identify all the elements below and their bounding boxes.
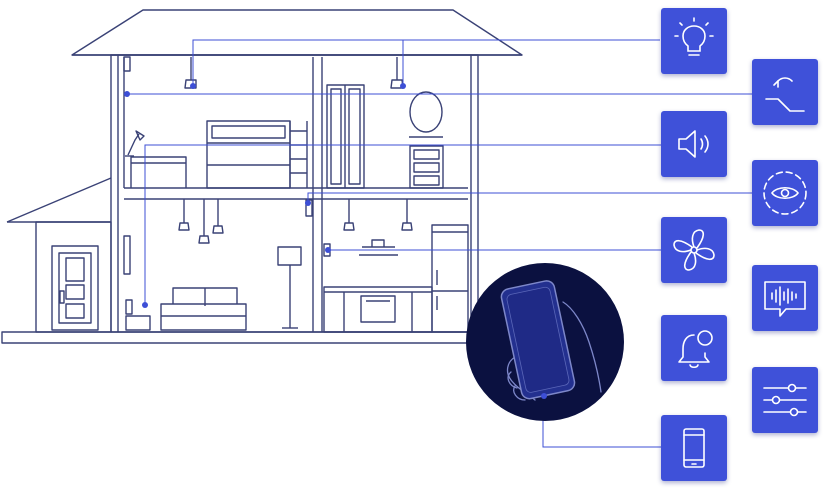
wire-lightbulb bbox=[192, 39, 660, 86]
switch-icon bbox=[765, 77, 805, 112]
voice-assistant-tile[interactable] bbox=[752, 265, 818, 331]
kitchen-hood bbox=[371, 239, 385, 247]
phone-in-hand bbox=[466, 263, 624, 421]
mirror bbox=[409, 91, 443, 133]
eye-sensor-tile[interactable] bbox=[752, 160, 818, 226]
sliders-tile[interactable] bbox=[752, 367, 818, 433]
kitchen-counter bbox=[323, 286, 433, 333]
main-roof bbox=[71, 9, 523, 56]
side-wing-walls bbox=[35, 221, 112, 333]
desk bbox=[130, 156, 187, 188]
floor-lamp-shade bbox=[277, 246, 302, 266]
switch-tile[interactable] bbox=[752, 59, 818, 125]
voice-assistant-icon bbox=[764, 281, 806, 317]
lightbulb-icon bbox=[674, 17, 714, 56]
wire-eye bbox=[307, 192, 752, 202]
bunk-bed bbox=[206, 120, 291, 189]
smartphone-tile[interactable] bbox=[661, 415, 727, 481]
lightbulb-tile[interactable] bbox=[661, 8, 727, 74]
sliders-icon bbox=[763, 383, 807, 417]
fridge bbox=[431, 224, 469, 333]
fan-tile[interactable] bbox=[661, 217, 727, 283]
dresser bbox=[409, 145, 444, 189]
smartphone-icon bbox=[683, 428, 705, 468]
eye-sensor-icon bbox=[763, 171, 807, 215]
side-wing-roof bbox=[6, 177, 112, 223]
notification-bell-tile[interactable] bbox=[661, 315, 727, 381]
ground bbox=[1, 331, 508, 344]
speaker-icon bbox=[678, 130, 709, 158]
wire-speaker bbox=[144, 144, 662, 305]
front-door bbox=[51, 245, 99, 331]
sofa bbox=[160, 303, 247, 331]
fan-icon bbox=[673, 229, 715, 271]
notification-bell-icon bbox=[678, 330, 713, 369]
speaker-tile[interactable] bbox=[661, 111, 727, 177]
desk-lamp bbox=[127, 133, 140, 156]
